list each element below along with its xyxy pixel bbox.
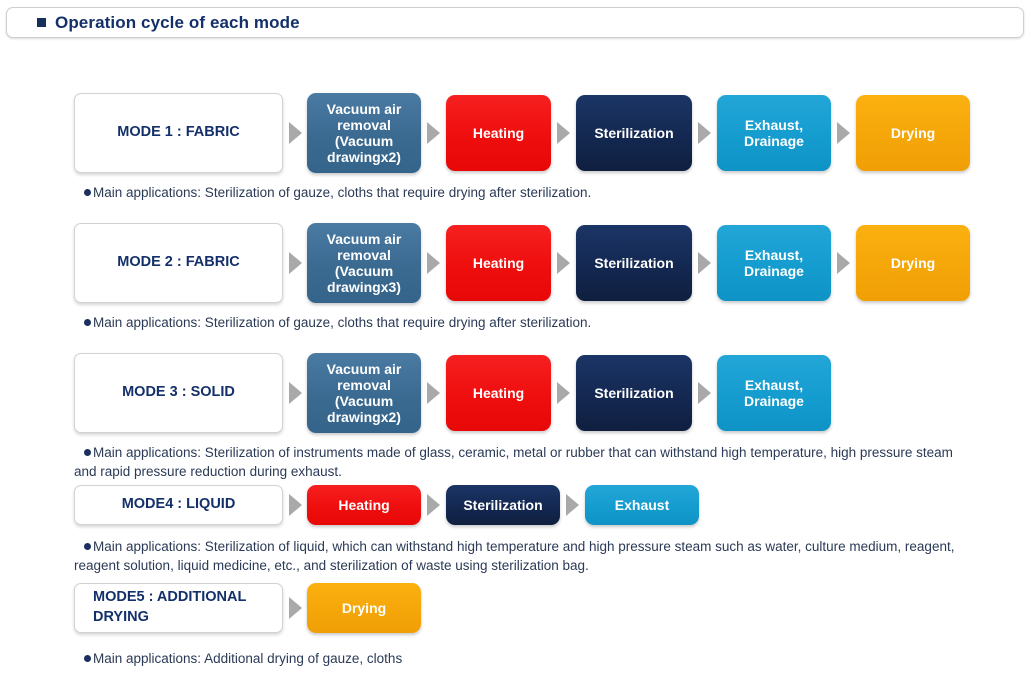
step-vacuum-air-removal-2[interactable]: Vacuum air removal (Vacuum drawingx3) bbox=[307, 223, 421, 303]
step-exhaust-2-text: Exhaust, Drainage bbox=[744, 246, 804, 279]
arrow-1-4 bbox=[692, 122, 717, 144]
step-heating-1-label: Heating bbox=[472, 124, 525, 141]
mode-box-1[interactable]: MODE 1 : FABRIC bbox=[74, 93, 283, 173]
step-drying-5[interactable]: Drying bbox=[307, 583, 421, 633]
step-exhaust-drainage-2[interactable]: Exhaust, Drainage bbox=[717, 225, 831, 301]
arrow-2-2 bbox=[421, 252, 446, 274]
section-header-bar: Operation cycle of each mode bbox=[6, 7, 1024, 38]
step-drying-2-label: Drying bbox=[890, 254, 936, 271]
bullet-dot-icon bbox=[84, 655, 91, 662]
step-drying-2[interactable]: Drying bbox=[856, 225, 970, 301]
flow-row-mode4: MODE4 : LIQUID Heating Sterilization Exh… bbox=[74, 485, 699, 525]
mode-box-2-label: MODE 2 : FABRIC bbox=[117, 254, 240, 271]
step-sterilization-3-label: Sterilization bbox=[594, 384, 674, 401]
bullet-dot-icon bbox=[84, 543, 91, 550]
step-vacuum-2-text: Vacuum air removal (Vacuum drawingx3) bbox=[326, 230, 402, 296]
page-title: Operation cycle of each mode bbox=[55, 12, 300, 32]
step-sterilization-4[interactable]: Sterilization bbox=[446, 485, 560, 525]
step-sterilization-2-label: Sterilization bbox=[594, 254, 674, 271]
arrow-4-2 bbox=[421, 494, 446, 516]
flow-row-mode2: MODE 2 : FABRIC Vacuum air removal (Vacu… bbox=[74, 223, 970, 303]
step-sterilization-2[interactable]: Sterilization bbox=[576, 225, 692, 301]
arrow-4-3 bbox=[560, 494, 585, 516]
square-bullet-icon bbox=[37, 18, 46, 27]
step-heating-4[interactable]: Heating bbox=[307, 485, 421, 525]
mode-box-3-label: MODE 3 : SOLID bbox=[122, 384, 235, 401]
mode-box-4[interactable]: MODE4 : LIQUID bbox=[74, 485, 283, 525]
mode-box-5-label: MODE5 : ADDITIONAL DRYING bbox=[93, 589, 247, 625]
step-drying-1[interactable]: Drying bbox=[856, 95, 970, 171]
step-drying-5-label: Drying bbox=[341, 599, 387, 616]
step-vacuum-air-removal-1[interactable]: Vacuum air removal (Vacuum drawingx2) bbox=[307, 93, 421, 173]
step-heating-3[interactable]: Heating bbox=[446, 355, 551, 431]
flow-row-mode1: MODE 1 : FABRIC Vacuum air removal (Vacu… bbox=[74, 93, 970, 173]
caption-mode3: Main applications: Sterilization of inst… bbox=[74, 443, 964, 481]
flow-row-mode5: MODE5 : ADDITIONAL DRYING Drying bbox=[74, 583, 421, 633]
step-vacuum-1-text: Vacuum air removal (Vacuum drawingx2) bbox=[326, 100, 402, 166]
caption-mode5: Main applications: Additional drying of … bbox=[84, 649, 402, 668]
step-sterilization-3[interactable]: Sterilization bbox=[576, 355, 692, 431]
mode-box-3[interactable]: MODE 3 : SOLID bbox=[74, 353, 283, 433]
step-heating-1[interactable]: Heating bbox=[446, 95, 551, 171]
bullet-dot-icon bbox=[84, 319, 91, 326]
step-exhaust-3-text: Exhaust, Drainage bbox=[744, 376, 804, 409]
caption-mode2-text: Main applications: Sterilization of gauz… bbox=[93, 315, 592, 330]
arrow-3-2 bbox=[421, 382, 446, 404]
arrow-1-2 bbox=[421, 122, 446, 144]
mode-box-2[interactable]: MODE 2 : FABRIC bbox=[74, 223, 283, 303]
mode-box-5[interactable]: MODE5 : ADDITIONAL DRYING bbox=[74, 583, 283, 633]
arrow-4-1 bbox=[283, 494, 307, 516]
mode-box-1-label: MODE 1 : FABRIC bbox=[117, 124, 240, 141]
caption-mode3-text: Main applications: Sterilization of inst… bbox=[74, 445, 953, 479]
arrow-1-5 bbox=[831, 122, 856, 144]
step-vacuum-air-removal-3[interactable]: Vacuum air removal (Vacuum drawingx2) bbox=[307, 353, 421, 433]
step-sterilization-1[interactable]: Sterilization bbox=[576, 95, 692, 171]
arrow-1-1 bbox=[283, 122, 307, 144]
step-heating-4-label: Heating bbox=[338, 496, 390, 513]
arrow-3-3 bbox=[551, 382, 576, 404]
arrow-3-1 bbox=[283, 382, 307, 404]
caption-mode5-text: Main applications: Additional drying of … bbox=[93, 651, 403, 666]
step-sterilization-4-label: Sterilization bbox=[463, 496, 543, 513]
caption-mode4: Main applications: Sterilization of liqu… bbox=[74, 537, 964, 575]
step-vacuum-3-text: Vacuum air removal (Vacuum drawingx2) bbox=[326, 360, 402, 426]
step-exhaust-4[interactable]: Exhaust bbox=[585, 485, 699, 525]
mode-box-4-label: MODE4 : LIQUID bbox=[121, 496, 236, 513]
arrow-3-4 bbox=[692, 382, 717, 404]
arrow-2-5 bbox=[831, 252, 856, 274]
flow-row-mode3: MODE 3 : SOLID Vacuum air removal (Vacuu… bbox=[74, 353, 831, 433]
step-heating-3-label: Heating bbox=[472, 384, 525, 401]
step-drying-1-label: Drying bbox=[890, 124, 936, 141]
step-exhaust-drainage-3[interactable]: Exhaust, Drainage bbox=[717, 355, 831, 431]
step-heating-2[interactable]: Heating bbox=[446, 225, 551, 301]
caption-mode1-text: Main applications: Sterilization of gauz… bbox=[93, 185, 592, 200]
step-exhaust-drainage-1[interactable]: Exhaust, Drainage bbox=[717, 95, 831, 171]
step-exhaust-4-label: Exhaust bbox=[614, 496, 670, 513]
arrow-1-3 bbox=[551, 122, 576, 144]
caption-mode2: Main applications: Sterilization of gauz… bbox=[84, 313, 591, 332]
arrow-5-1 bbox=[283, 597, 307, 619]
arrow-2-4 bbox=[692, 252, 717, 274]
step-heating-2-label: Heating bbox=[472, 254, 525, 271]
caption-mode1: Main applications: Sterilization of gauz… bbox=[84, 183, 591, 202]
bullet-dot-icon bbox=[84, 449, 91, 456]
bullet-dot-icon bbox=[84, 189, 91, 196]
arrow-2-1 bbox=[283, 252, 307, 274]
step-sterilization-1-label: Sterilization bbox=[594, 124, 674, 141]
arrow-2-3 bbox=[551, 252, 576, 274]
step-exhaust-1-text: Exhaust, Drainage bbox=[744, 116, 804, 149]
caption-mode4-text: Main applications: Sterilization of liqu… bbox=[74, 539, 955, 573]
